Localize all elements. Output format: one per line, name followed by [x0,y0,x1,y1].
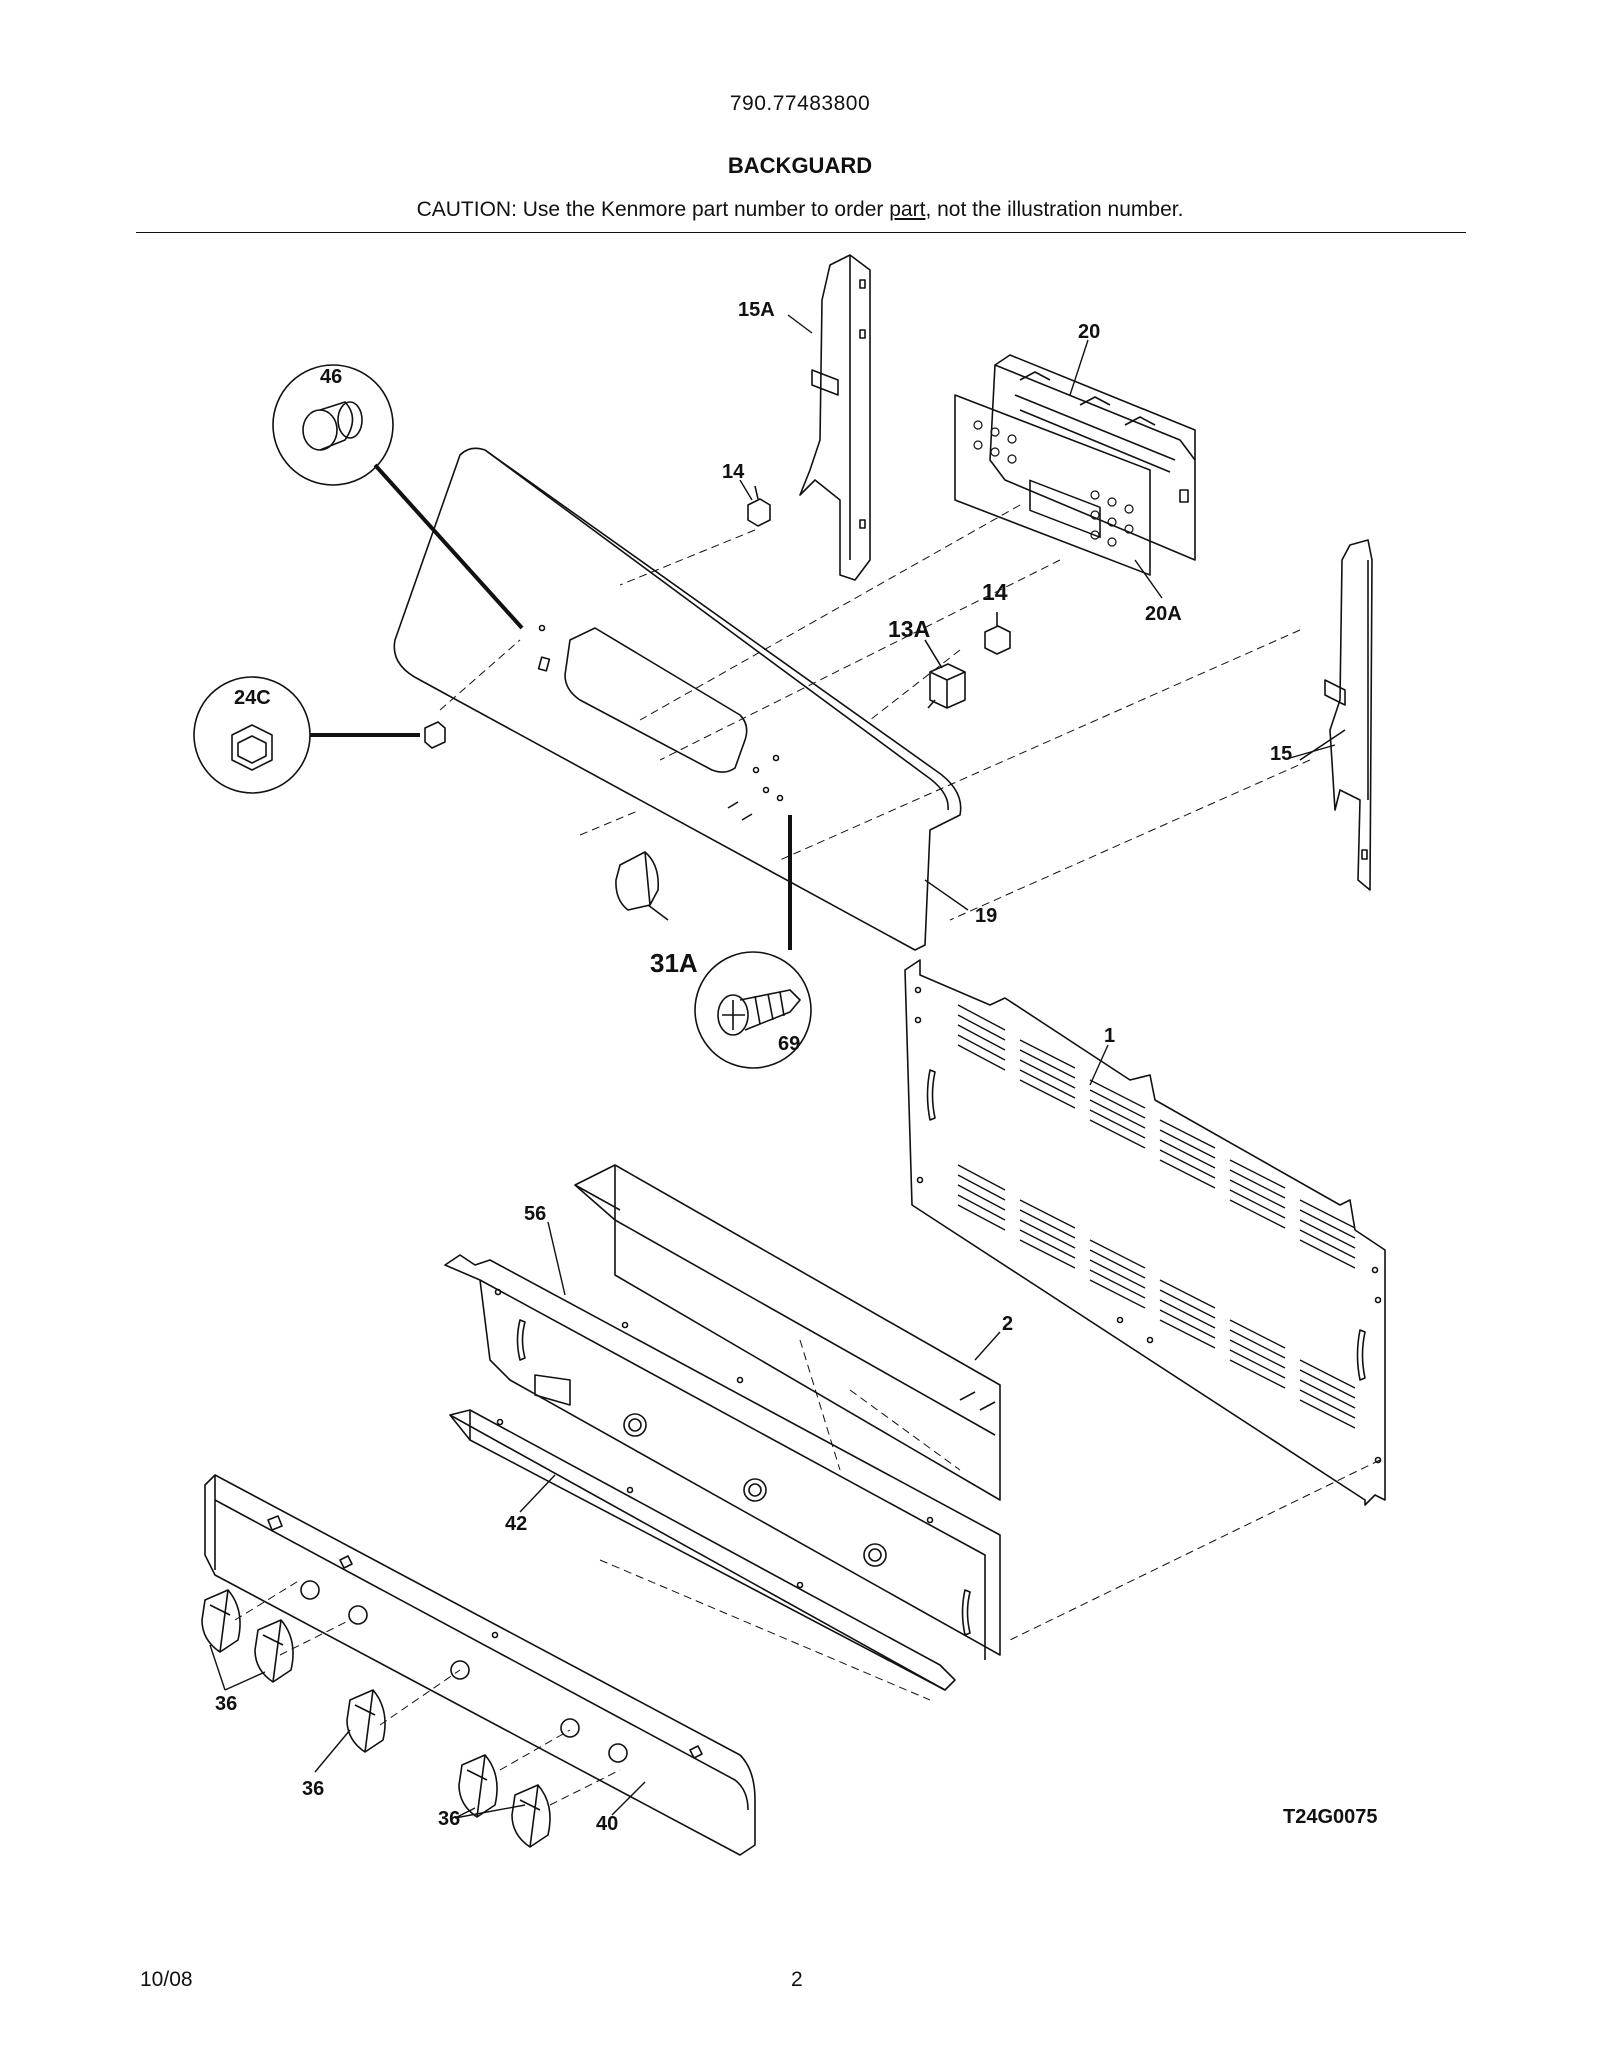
inset-24C-detail [193,676,446,794]
inset-69-screw-detail [694,815,812,1069]
rail-part [449,1409,956,1691]
electronic-control-board-part [989,354,1196,561]
callout-19: 19 [975,905,997,927]
callout-14-upper: 14 [722,461,745,483]
callout-14-lower: 14 [982,579,1008,605]
inset-46-detail [272,364,524,630]
callout-20: 20 [1078,321,1100,343]
callout-36-a: 36 [215,1693,237,1715]
callout-13A: 13A [888,616,930,642]
caution-prefix: CAUTION: Use the Kenmore part number to … [416,198,890,221]
display-overlay-part [954,394,1151,576]
backguard-trim-part [574,1164,1001,1501]
callout-24C: 24C [234,687,271,709]
callout-69: 69 [778,1033,800,1055]
callout-20A: 20A [1145,603,1182,625]
drawing-id: T24G0075 [1283,1806,1378,1828]
callout-15: 15 [1270,743,1292,765]
manifold-panel-part [444,1254,1001,1660]
caution-note: CAUTION: Use the Kenmore part number to … [0,198,1600,222]
indicator-light-part-right [984,612,1011,655]
right-side-bracket-part [1299,539,1373,891]
burner-knob-5 [511,1784,551,1848]
control-panel-part [204,1474,756,1856]
rear-vent-panel-part [904,959,1386,1506]
knob-cap-part [615,851,669,921]
page-title: BACKGUARD [727,153,873,178]
callout-56: 56 [524,1203,546,1225]
callout-40: 40 [596,1813,618,1835]
burner-knob-2 [254,1619,294,1683]
indicator-light-part-left [747,485,771,527]
assembly-guide-lines [234,504,1381,1806]
callout-leader-lines [209,314,1336,1819]
callout-1: 1 [1104,1025,1115,1047]
footer-page-number: 2 [791,1968,803,1991]
caution-suffix: , not the illustration number. [925,198,1184,221]
caution-part-link: part [889,198,926,221]
burner-knob-1 [201,1589,241,1653]
callout-46: 46 [320,366,342,388]
left-side-bracket-part [799,254,871,581]
infinite-switch-part [924,639,966,709]
burner-knob-3 [346,1689,386,1753]
callout-2: 2 [1002,1313,1013,1335]
callout-15A: 15A [738,299,775,321]
model-number: 790.77483800 [729,92,871,115]
backguard-panel-part [393,447,962,951]
callout-42: 42 [505,1513,527,1535]
header-divider [136,232,1466,233]
callout-31A: 31A [650,948,698,978]
callout-36-b: 36 [302,1778,324,1800]
burner-knob-4 [458,1754,498,1818]
footer-date: 10/08 [140,1968,193,1991]
callout-36-c: 36 [438,1808,460,1830]
